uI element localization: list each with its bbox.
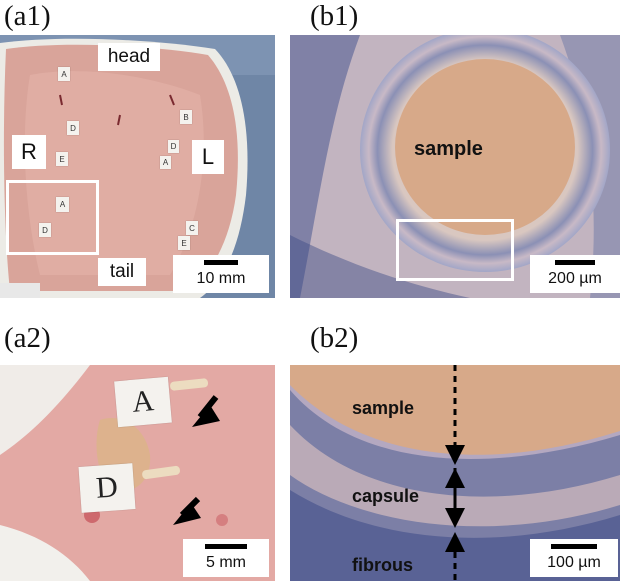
scale-text-b1: 200 µm bbox=[548, 270, 602, 287]
panel-label-a2: (a2) bbox=[4, 322, 51, 354]
tail-label: tail bbox=[98, 258, 146, 286]
tag-b-1: B bbox=[180, 110, 192, 124]
tag-d-3: D bbox=[39, 223, 51, 237]
scale-text-a2: 5 mm bbox=[206, 554, 246, 571]
panel-label-b2: (b2) bbox=[310, 322, 359, 354]
scale-bar-b1 bbox=[555, 260, 595, 265]
panel-label-a1: (a1) bbox=[4, 0, 51, 32]
left-side-label: L bbox=[192, 140, 224, 174]
tag-e-1: E bbox=[56, 152, 68, 166]
scale-bar-a1 bbox=[204, 260, 238, 265]
tag-d-2: D bbox=[168, 140, 179, 153]
sample-label-b1: sample bbox=[414, 138, 483, 160]
tag-e-2: E bbox=[178, 236, 190, 250]
tag-a-3: A bbox=[56, 197, 69, 212]
tag-a-2: A bbox=[160, 156, 171, 169]
sample-label-b2: sample bbox=[352, 398, 415, 418]
roi-box-b1 bbox=[396, 219, 514, 281]
panel-b2-histology: sample capsule fibrous 100 µm bbox=[290, 365, 620, 581]
tag-d-1: D bbox=[67, 121, 79, 135]
scale-bar-b2 bbox=[551, 544, 597, 549]
panel-label-b1: (b1) bbox=[310, 0, 359, 32]
scale-box-a2: 5 mm bbox=[183, 539, 269, 577]
histology-image-b1 bbox=[290, 35, 620, 298]
tag-c-1: C bbox=[186, 221, 198, 235]
roi-box-a1 bbox=[6, 180, 99, 255]
capsule-label-b2: capsule bbox=[352, 486, 420, 506]
tag-a-1: A bbox=[58, 67, 70, 81]
scale-box-b1: 200 µm bbox=[530, 255, 620, 293]
histology-image-b2 bbox=[290, 365, 620, 581]
head-label: head bbox=[98, 43, 160, 71]
panel-a1-photo: A D E B A D C E A D head R L tail 10 mm bbox=[0, 35, 275, 298]
scale-box-b2: 100 µm bbox=[530, 539, 618, 577]
scale-text-a1: 10 mm bbox=[196, 270, 246, 287]
tag-d-zoom: D bbox=[78, 463, 136, 513]
right-side-label: R bbox=[12, 135, 46, 169]
scale-bar-a2 bbox=[205, 544, 247, 549]
scale-box-a1: 10 mm bbox=[173, 255, 269, 293]
panel-b1-histology: sample 200 µm bbox=[290, 35, 620, 298]
tag-a-zoom: A bbox=[114, 376, 172, 428]
scale-text-b2: 100 µm bbox=[547, 554, 601, 571]
panel-a2-photo: A D 5 mm bbox=[0, 365, 275, 581]
fibrous-label-b2: fibrous bbox=[352, 555, 413, 575]
